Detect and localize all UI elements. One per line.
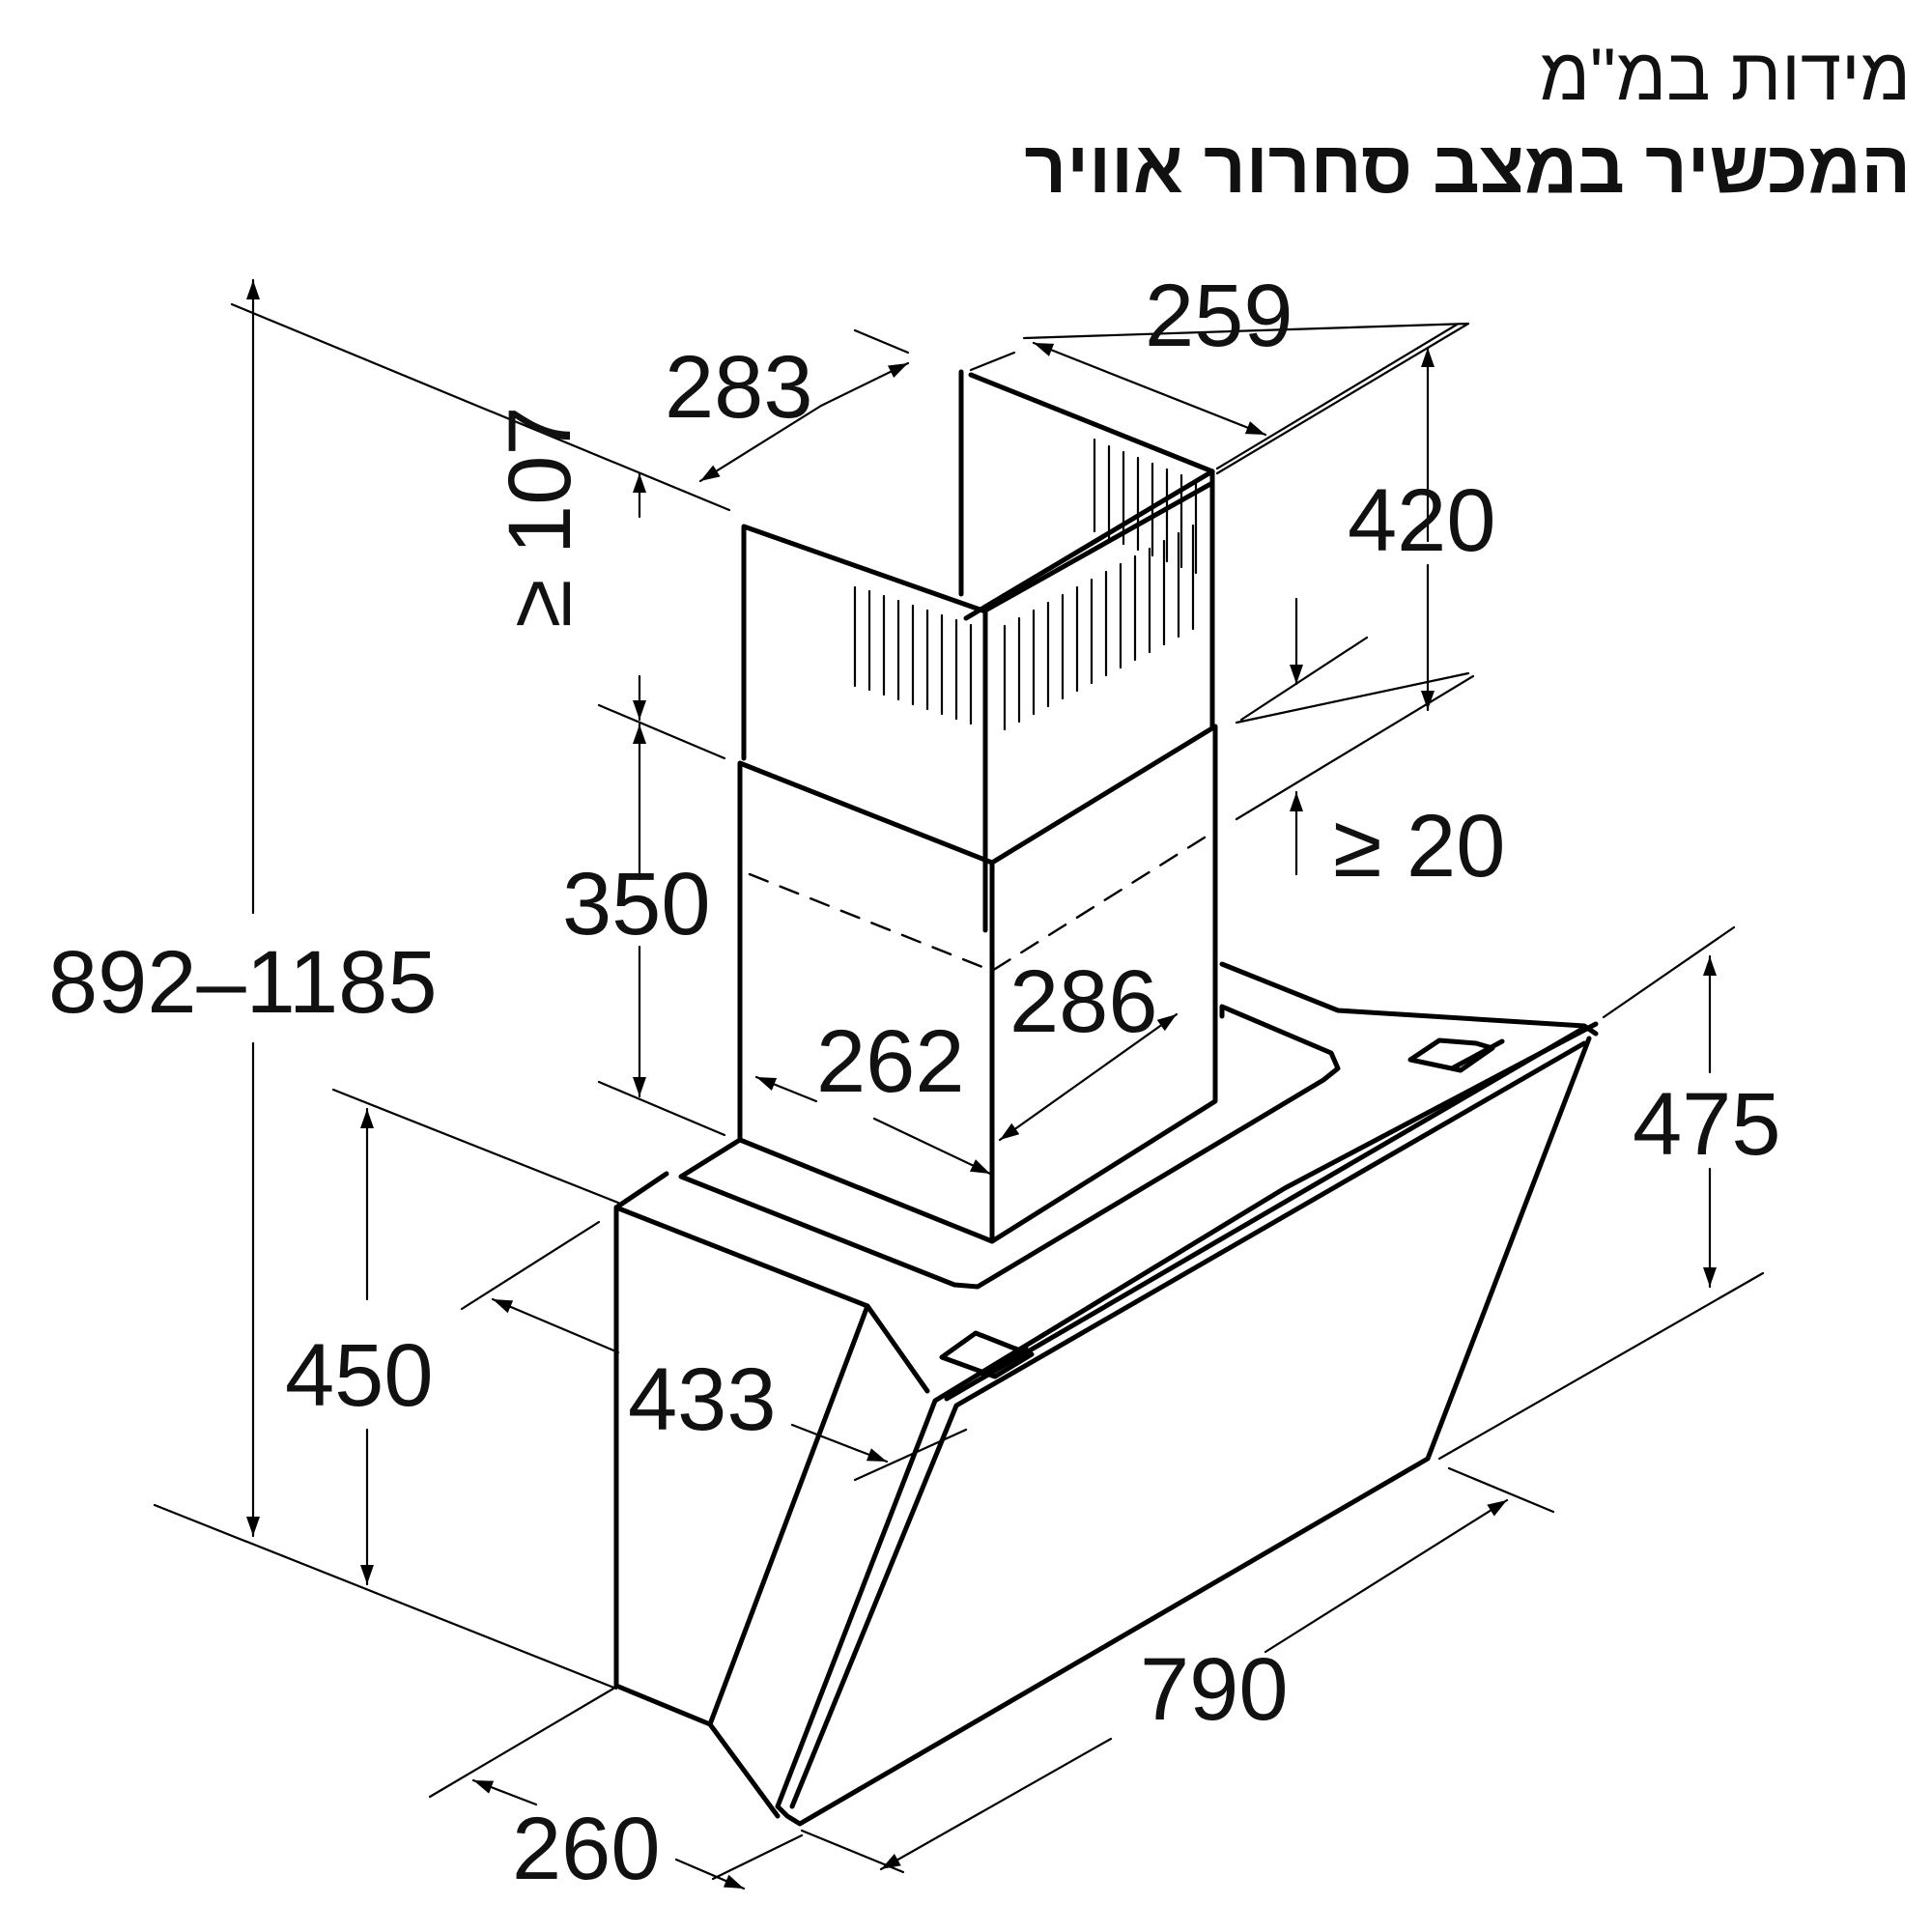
vent-slots-right [1003,438,1198,731]
dim-420: 420 [1348,471,1496,570]
dimension-labels: 283 259 420 ≥ 107 ≥ 20 350 892–1185 286 … [48,267,1781,1898]
dim-286: 286 [1009,952,1158,1051]
dimension-lines [246,278,1717,1890]
handle-right [1407,1037,1505,1073]
dim-min-20: ≥ 20 [1333,797,1505,895]
dim-262: 262 [816,1012,965,1111]
diagram-title: המכשיר במצב סחרור אוויר [1024,127,1911,209]
dim-475: 475 [1633,1075,1781,1174]
vent-slots-left [853,585,973,725]
dim-283: 283 [665,338,813,437]
dim-450: 450 [285,1326,434,1425]
upper-chimney [741,369,1215,933]
dim-259: 259 [1145,267,1293,365]
handle-left [939,1330,1035,1379]
extension-lines [153,302,1765,1881]
dim-790: 790 [1140,1640,1289,1739]
hood-body [613,961,1599,1827]
dim-260: 260 [512,1800,661,1898]
dim-min-107: ≥ 107 [491,406,589,628]
header: מידות במ"מ המכשיר במצב סחרור אוויר [1024,29,1911,214]
dim-433: 433 [628,1350,777,1449]
dim-892-1185: 892–1185 [48,933,438,1032]
dim-350: 350 [562,855,711,953]
units-subtitle: מידות במ"מ [1539,34,1911,116]
